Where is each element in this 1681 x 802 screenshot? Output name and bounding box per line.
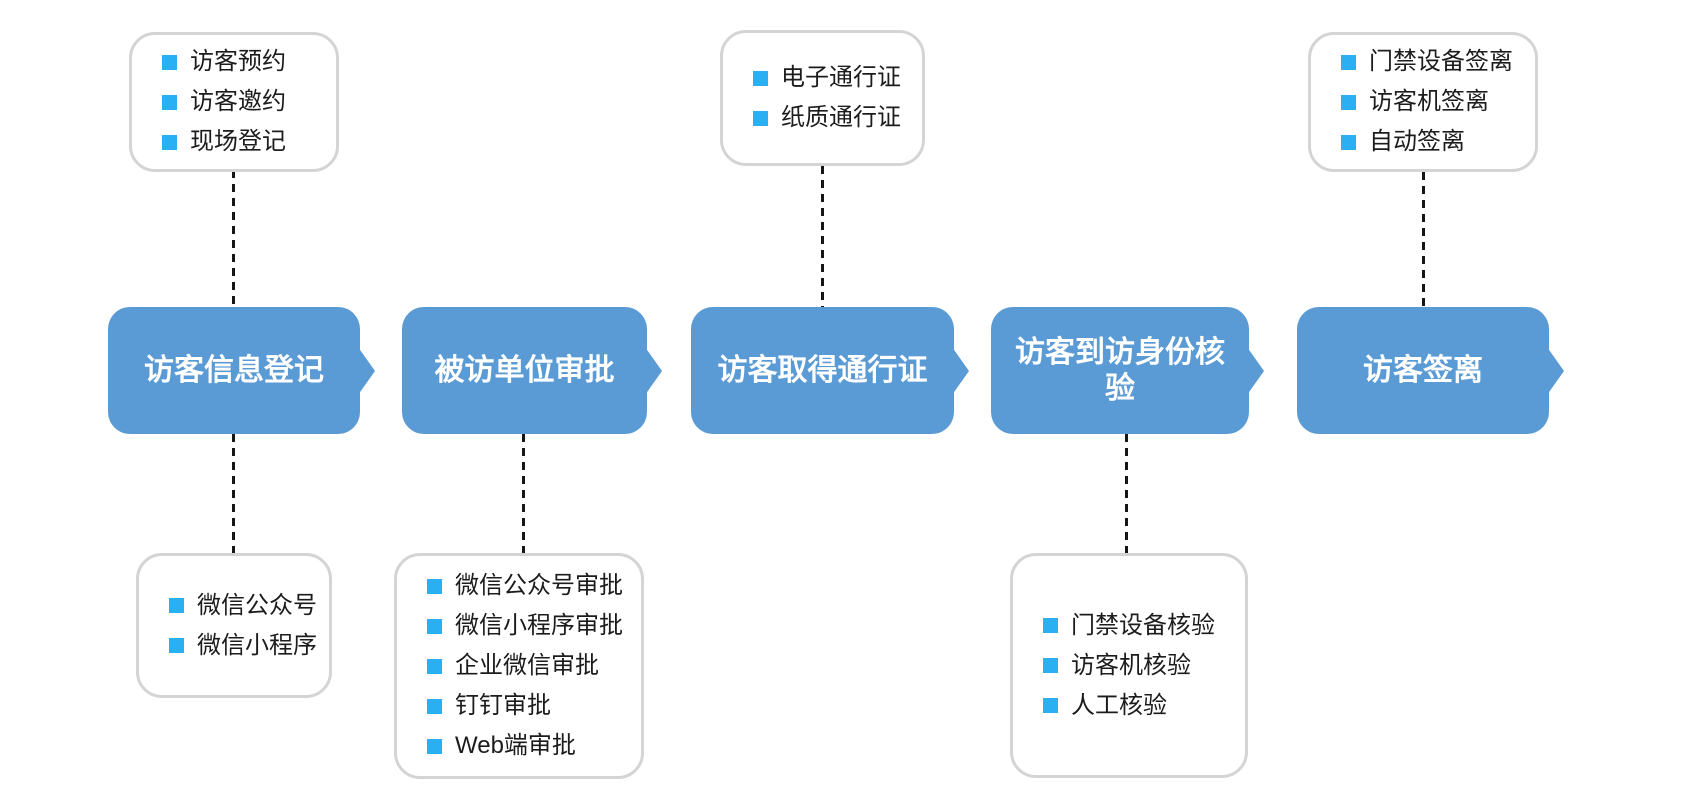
bullet-square-icon [162,54,177,70]
callout-item-label: 人工核验 [1071,691,1167,719]
callout-item: 门禁设备签离 [1341,42,1513,82]
bullet-square-icon [753,70,768,86]
callout-item: 钉钉审批 [427,686,623,726]
bullet-square-icon [162,134,177,150]
flow-step-register-info: 访客信息登记 [108,307,375,434]
bullet-square-icon [1043,658,1058,673]
callout-item: 微信小程序审批 [427,606,623,646]
callout-item: 访客邀约 [162,82,286,122]
callout-item-list: 门禁设备核验 访客机核验 人工核验 [1013,606,1225,726]
callout-signout-methods: 门禁设备签离 访客机签离 自动签离 [1308,32,1538,172]
callout-item-list: 电子通行证 纸质通行证 [723,58,911,138]
bullet-square-icon [1341,54,1356,70]
step-label: 访客取得通行证 [717,353,928,387]
callout-item: 纸质通行证 [753,98,901,138]
bullet-square-icon [427,738,442,754]
callout-item-list: 门禁设备签离 访客机签离 自动签离 [1311,42,1523,162]
callout-item-list: 微信公众号 微信小程序 [139,586,327,666]
callout-item-label: 访客机签离 [1369,88,1489,115]
callout-item: 访客机签离 [1341,82,1513,122]
bullet-square-icon [1043,698,1058,713]
flow-step-sign-out: 访客签离 [1297,307,1564,434]
bullet-square-icon [1341,94,1356,110]
step-label: 访客到访身份核验 [1015,335,1225,405]
callout-item: 人工核验 [1043,686,1215,726]
arrow-right-icon [952,346,969,395]
step-label: 访客信息登记 [144,353,324,387]
callout-verification-methods: 门禁设备核验 访客机核验 人工核验 [1010,553,1248,778]
callout-item: 访客机核验 [1043,646,1215,686]
flow-step-unit-approval: 被访单位审批 [402,307,662,434]
bullet-square-icon [753,110,768,126]
bullet-square-icon [427,618,442,634]
callout-item-label: 钉钉审批 [455,692,551,719]
callout-item-label: 门禁设备签离 [1369,48,1513,75]
callout-item-label: 自动签离 [1369,128,1465,155]
arrow-right-icon [645,346,662,395]
bullet-square-icon [169,598,184,613]
callout-item: 微信公众号审批 [427,566,623,606]
flow-step-obtain-pass: 访客取得通行证 [691,307,969,434]
flow-step-identity-verification: 访客到访身份核验 [991,307,1264,434]
callout-item: Web端审批 [427,726,623,766]
bullet-square-icon [162,94,177,110]
callout-item: 电子通行证 [753,58,901,98]
callout-item-label: 微信公众号审批 [455,572,623,599]
callout-item: 微信小程序 [169,626,317,666]
callout-item: 门禁设备核验 [1043,606,1215,646]
connector-line [232,434,235,553]
callout-item: 现场登记 [162,122,286,162]
callout-item-label: Web端审批 [455,732,576,759]
connector-line [522,434,525,553]
bullet-square-icon [427,658,442,674]
callout-approval-channels: 微信公众号审批 微信小程序审批 企业微信审批 钉钉审批 Web端审批 [394,553,644,779]
callout-item: 企业微信审批 [427,646,623,686]
callout-item-list: 微信公众号审批 微信小程序审批 企业微信审批 钉钉审批 Web端审批 [397,566,633,766]
callout-registration-methods: 访客预约 访客邀约 现场登记 [129,32,339,172]
callout-item-label: 访客机核验 [1071,651,1191,679]
callout-item-label: 微信小程序 [197,631,317,659]
bullet-square-icon [427,578,442,594]
callout-item-label: 访客邀约 [190,88,286,115]
callout-pass-types: 电子通行证 纸质通行证 [720,30,925,166]
callout-item-label: 现场登记 [190,128,286,155]
callout-item: 自动签离 [1341,122,1513,162]
bullet-square-icon [169,638,184,653]
arrow-right-icon [1547,346,1564,395]
callout-item-label: 纸质通行证 [781,104,901,131]
connector-line [1422,172,1425,307]
arrow-right-icon [1247,346,1264,395]
callout-item: 微信公众号 [169,586,317,626]
connector-line [821,166,824,307]
callout-item: 访客预约 [162,42,286,82]
bullet-square-icon [1341,134,1356,150]
step-label: 访客签离 [1363,353,1483,387]
connector-line [1125,434,1128,553]
bullet-square-icon [1043,618,1058,633]
step-label: 被访单位审批 [434,353,615,387]
callout-item-label: 企业微信审批 [455,652,599,679]
callout-item-label: 电子通行证 [781,64,901,91]
callout-item-label: 访客预约 [190,48,286,75]
callout-item-list: 访客预约 访客邀约 现场登记 [132,42,296,162]
callout-item-label: 微信公众号 [197,591,317,619]
callout-item-label: 门禁设备核验 [1071,611,1215,639]
callout-registration-channels: 微信公众号 微信小程序 [136,553,332,698]
bullet-square-icon [427,698,442,714]
callout-item-label: 微信小程序审批 [455,612,623,639]
arrow-right-icon [358,346,375,395]
connector-line [232,170,235,307]
